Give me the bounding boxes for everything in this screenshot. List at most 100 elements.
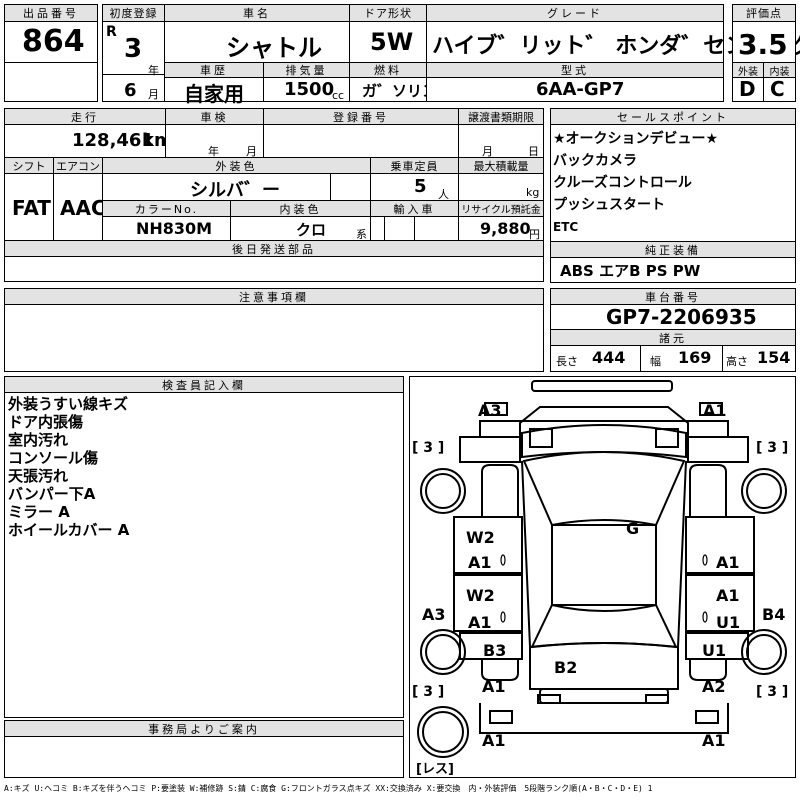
int-grade-cell bbox=[763, 77, 796, 102]
height: 154 bbox=[757, 348, 791, 367]
capacity: 5 bbox=[414, 176, 427, 197]
spec-label: 諸元 bbox=[550, 329, 796, 346]
remark-item: ミラー A bbox=[8, 503, 70, 521]
inspector-label: 検査員記入欄 bbox=[4, 376, 404, 393]
inspector-cell bbox=[4, 392, 404, 718]
history-cell bbox=[164, 77, 264, 102]
notes-label: 注意事項欄 bbox=[4, 288, 544, 305]
spec-cell bbox=[550, 345, 796, 372]
mark-right-front-door: A1 bbox=[716, 553, 740, 572]
fuel-label: 燃料 bbox=[349, 62, 427, 78]
mark-left-rear-wheel: A3 bbox=[422, 605, 446, 624]
mark-front-right: A1 bbox=[703, 401, 727, 420]
transfer-label: 譲渡書類期限 bbox=[458, 108, 544, 125]
history: 自家用 bbox=[184, 82, 244, 106]
reg-month: 6 bbox=[124, 80, 137, 101]
mark-left-front-door-lower: A1 bbox=[468, 553, 492, 572]
shift: FAT bbox=[12, 196, 51, 220]
insp-month-unit: 月 bbox=[246, 145, 257, 158]
selling-point: プッシュスタート bbox=[553, 197, 665, 213]
mark-front-left: A3 bbox=[478, 401, 502, 420]
mark-left-rear-door-lower: A1 bbox=[468, 613, 492, 632]
tire-rear-left: [ 3 ] bbox=[412, 684, 445, 700]
inspector-remarks: 外装うすい線キズ ドア内張傷 室内汚れ コンソール傷 天張汚れ バンパー下A ミ… bbox=[8, 395, 129, 539]
transfer-month-unit: 月 bbox=[482, 145, 493, 158]
mark-left-quarter: B3 bbox=[483, 641, 507, 660]
shift-label: シフト bbox=[4, 157, 54, 174]
remark-item: 天張汚れ bbox=[8, 467, 69, 485]
ext-color-divider bbox=[330, 173, 331, 201]
lot-blank-cell bbox=[4, 62, 98, 102]
equipment-cell bbox=[550, 257, 796, 283]
mark-rear-right: A2 bbox=[702, 677, 726, 696]
legend: A:キズ U:ヘコミ B:キズを伴うヘコミ P:要塗装 W:補修跡 S:錆 C:… bbox=[4, 784, 653, 793]
chassis-number: GP7-2206935 bbox=[606, 305, 757, 329]
mileage-label: 走行 bbox=[4, 108, 166, 125]
selling-points-label: セールスポイント bbox=[550, 108, 796, 125]
mark-right-quarter: U1 bbox=[702, 641, 727, 660]
remark-item: コンソール傷 bbox=[8, 449, 99, 467]
tire-front-right: [ 3 ] bbox=[756, 440, 789, 456]
score: 3.5 bbox=[738, 28, 788, 61]
chassis-label: 車台番号 bbox=[550, 288, 796, 305]
ext-color-label: 外装色 bbox=[102, 157, 371, 174]
car-diagram: A3 A1 W2 A1 W2 A1 G A1 A1 U1 A3 B4 B3 U1… bbox=[409, 376, 796, 778]
int-color-cell bbox=[230, 216, 371, 241]
car-name-cell bbox=[164, 21, 350, 63]
capacity-unit: 人 bbox=[438, 188, 449, 201]
equipment: ABS エアB PS PW bbox=[560, 262, 701, 280]
mark-right-rear-door-upper: A1 bbox=[716, 586, 740, 605]
door: 5W bbox=[370, 28, 414, 56]
displacement-label: 排気量 bbox=[263, 62, 350, 78]
remark-item: バンパー下A bbox=[8, 485, 96, 503]
mark-windshield: G bbox=[626, 519, 640, 538]
remark-item: 室内汚れ bbox=[8, 431, 69, 449]
inspection-label: 車検 bbox=[165, 108, 264, 125]
max-load-label: 最大積載量 bbox=[458, 157, 544, 174]
car-name-label: 車名 bbox=[164, 4, 350, 22]
int-label: 内装 bbox=[763, 62, 796, 78]
tire-rear-right: [ 3 ] bbox=[756, 684, 789, 700]
int-grade: C bbox=[770, 77, 785, 101]
import-divider-2 bbox=[414, 216, 415, 241]
model-label: 型式 bbox=[426, 62, 724, 78]
first-reg-label: 初度登録 bbox=[102, 4, 165, 22]
width: 169 bbox=[678, 348, 712, 367]
grade-label: グレード bbox=[426, 4, 724, 22]
car-outline-svg bbox=[417, 380, 787, 758]
later-parts-label: 後日発送部品 bbox=[4, 240, 544, 257]
recycle-unit: 円 bbox=[529, 228, 540, 241]
reg-no-label: 登録番号 bbox=[263, 108, 459, 125]
width-label: 幅 bbox=[650, 355, 661, 368]
capacity-label: 乗車定員 bbox=[370, 157, 459, 174]
reg-divider bbox=[102, 74, 165, 75]
capacity-cell bbox=[370, 173, 459, 201]
recycle: 9,880 bbox=[480, 219, 531, 238]
remark-item: ホイールカバー A bbox=[8, 521, 130, 539]
mark-rear-left: A1 bbox=[482, 677, 506, 696]
lot-number: 864 bbox=[22, 24, 85, 59]
ext-color: シルバ゛ー bbox=[190, 180, 280, 201]
car-name: シャトル bbox=[226, 34, 322, 62]
mark-right-rear-wheel: B4 bbox=[762, 605, 786, 624]
ext-grade: D bbox=[739, 77, 756, 101]
mark-left-front-door-upper: W2 bbox=[466, 528, 495, 547]
transfer-day-unit: 日 bbox=[528, 145, 539, 158]
ac-cell bbox=[53, 173, 103, 241]
displacement: 1500 bbox=[284, 79, 335, 100]
max-load-unit: kg bbox=[526, 186, 540, 199]
mark-rear-bumper-left: A1 bbox=[482, 731, 506, 750]
selling-points-list: ★オークションデビュー★ バックカメラ クルーズコントロール プッシュスタート … bbox=[553, 128, 718, 238]
model-cell bbox=[426, 77, 724, 102]
ext-label: 外装 bbox=[732, 62, 764, 78]
reg-no-cell bbox=[263, 124, 459, 158]
reg-month-unit: 月 bbox=[148, 88, 159, 101]
color-no-label: カラーNo. bbox=[102, 200, 231, 217]
tire-spare: [レス] bbox=[416, 762, 454, 777]
import-divider-1 bbox=[384, 216, 385, 241]
int-color: クロ bbox=[296, 221, 327, 239]
office-label: 事務局よりご案内 bbox=[4, 720, 404, 737]
import-label: 輸入車 bbox=[370, 200, 459, 217]
height-label: 高さ bbox=[726, 355, 748, 368]
model: 6AA-GP7 bbox=[536, 79, 625, 100]
